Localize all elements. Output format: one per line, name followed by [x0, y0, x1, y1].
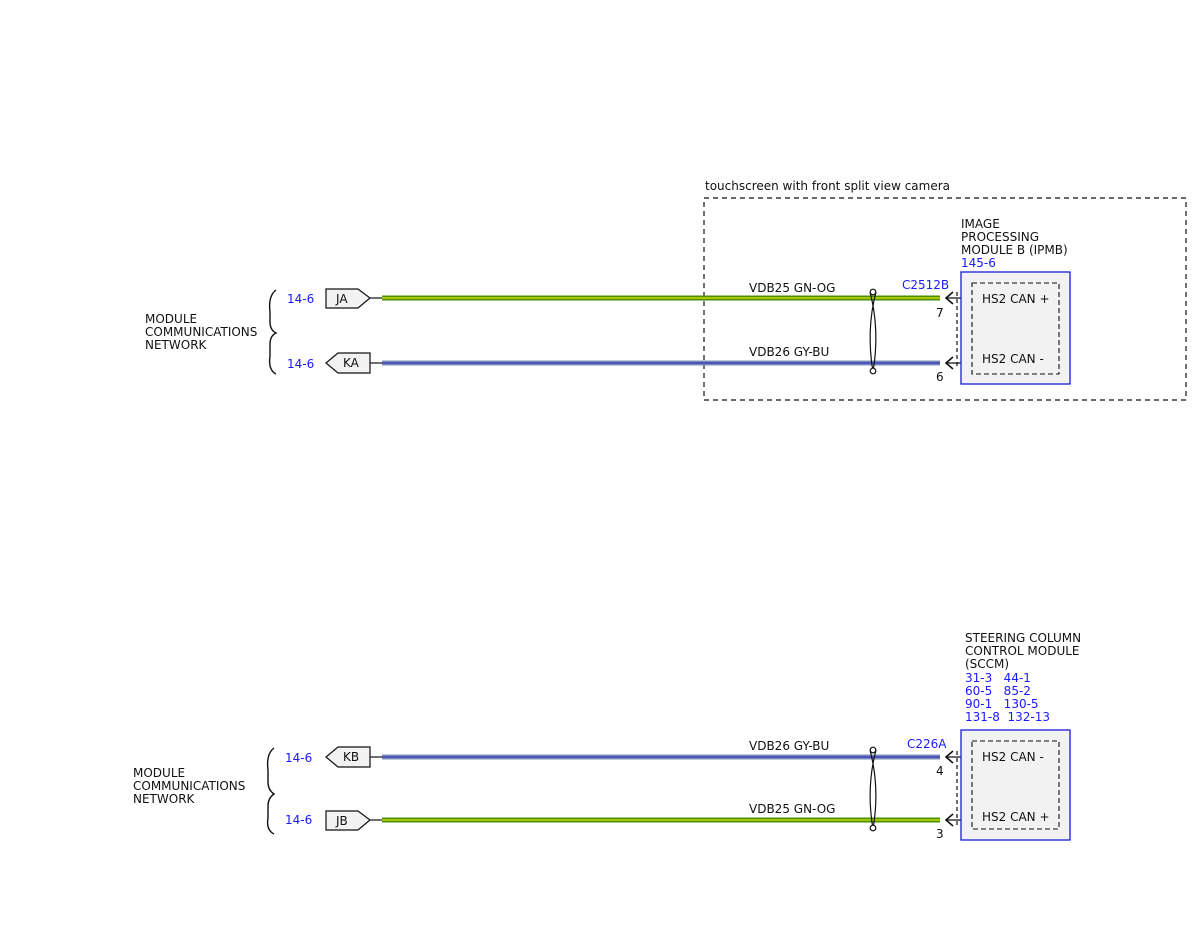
- network-label: MODULE COMMUNICATIONS NETWORK: [145, 312, 257, 352]
- module-ref[interactable]: 60-5 85-2: [965, 684, 1031, 698]
- module-ref[interactable]: 145-6: [961, 256, 996, 270]
- terminal-label: HS2 CAN -: [982, 352, 1044, 366]
- page-ref[interactable]: 14-6: [285, 813, 312, 827]
- terminal-label: HS2 CAN -: [982, 750, 1044, 764]
- network-label-line-1: MODULE: [133, 766, 185, 780]
- module-ref[interactable]: 131-8 132-13: [965, 710, 1050, 724]
- module-name-line-3: MODULE B (IPMB): [961, 243, 1068, 257]
- circuit-row: 14-6 JA VDB25 GN-OG 7: [287, 281, 972, 320]
- network-label-line-2: COMMUNICATIONS: [133, 779, 245, 793]
- terminal-label: HS2 CAN +: [982, 810, 1050, 824]
- network-label-line-3: NETWORK: [133, 792, 196, 806]
- bottom-section: MODULE COMMUNICATIONS NETWORK 14-6 KB VD…: [133, 631, 1081, 841]
- twisted-pair-symbol: [869, 288, 877, 375]
- pin-number: 4: [936, 764, 944, 778]
- wire-label: VDB25 GN-OG: [749, 281, 835, 295]
- network-label-line-1: MODULE: [145, 312, 197, 326]
- circuit-row: 14-6 JB VDB25 GN-OG 3: [285, 802, 972, 841]
- network-label: MODULE COMMUNICATIONS NETWORK: [133, 766, 245, 806]
- connector-tag-in[interactable]: [325, 746, 371, 768]
- module-ref[interactable]: 31-3 44-1: [965, 671, 1031, 685]
- module-name-line-2: PROCESSING: [961, 230, 1039, 244]
- wire-label: VDB26 GY-BU: [749, 345, 829, 359]
- circuit-row: 14-6 KB VDB26 GY-BU 4: [285, 739, 972, 778]
- module-name-line-1: STEERING COLUMN: [965, 631, 1081, 645]
- module-name-line-2: CONTROL MODULE: [965, 644, 1080, 658]
- module-name-line-1: IMAGE: [961, 217, 1000, 231]
- connector-id[interactable]: C2512B: [902, 278, 949, 292]
- module-inner-box: [971, 740, 1060, 830]
- page-ref[interactable]: 14-6: [287, 357, 314, 371]
- module-sccm: STEERING COLUMN CONTROL MODULE (SCCM) 31…: [960, 631, 1081, 841]
- connector-tag-label: JA: [335, 292, 348, 306]
- pin-number: 7: [936, 306, 944, 320]
- connector-tag-out[interactable]: [325, 810, 371, 831]
- wire-label: VDB25 GN-OG: [749, 802, 835, 816]
- module-box: [960, 729, 1071, 841]
- module-ipmb: IMAGE PROCESSING MODULE B (IPMB) 145-6 H…: [960, 217, 1071, 385]
- network-label-line-2: COMMUNICATIONS: [145, 325, 257, 339]
- connector-tag-out[interactable]: [325, 288, 371, 309]
- module-inner-box: [971, 282, 1060, 375]
- twisted-pair-symbol: [869, 746, 877, 832]
- connector-tag-in[interactable]: [325, 352, 371, 374]
- pin-number: 3: [936, 827, 944, 841]
- module-box: [960, 271, 1071, 385]
- enclosure-label: touchscreen with front split view camera: [705, 179, 950, 193]
- connector-id[interactable]: C226A: [907, 737, 947, 751]
- wire-label: VDB26 GY-BU: [749, 739, 829, 753]
- module-name-line-3: (SCCM): [965, 657, 1009, 671]
- network-brace: [266, 747, 276, 835]
- page-ref[interactable]: 14-6: [287, 292, 314, 306]
- pin-number: 6: [936, 370, 944, 384]
- circuit-row: 14-6 KA VDB26 GY-BU 6: [287, 345, 972, 384]
- connector-tag-label: KA: [343, 356, 360, 370]
- module-ref[interactable]: 90-1 130-5: [965, 697, 1039, 711]
- top-section: touchscreen with front split view camera…: [145, 179, 1187, 401]
- page-ref[interactable]: 14-6: [285, 751, 312, 765]
- connector-tag-label: JB: [335, 814, 348, 828]
- network-brace: [268, 289, 278, 375]
- terminal-label: HS2 CAN +: [982, 292, 1050, 306]
- network-label-line-3: NETWORK: [145, 338, 208, 352]
- connector-tag-label: KB: [343, 750, 359, 764]
